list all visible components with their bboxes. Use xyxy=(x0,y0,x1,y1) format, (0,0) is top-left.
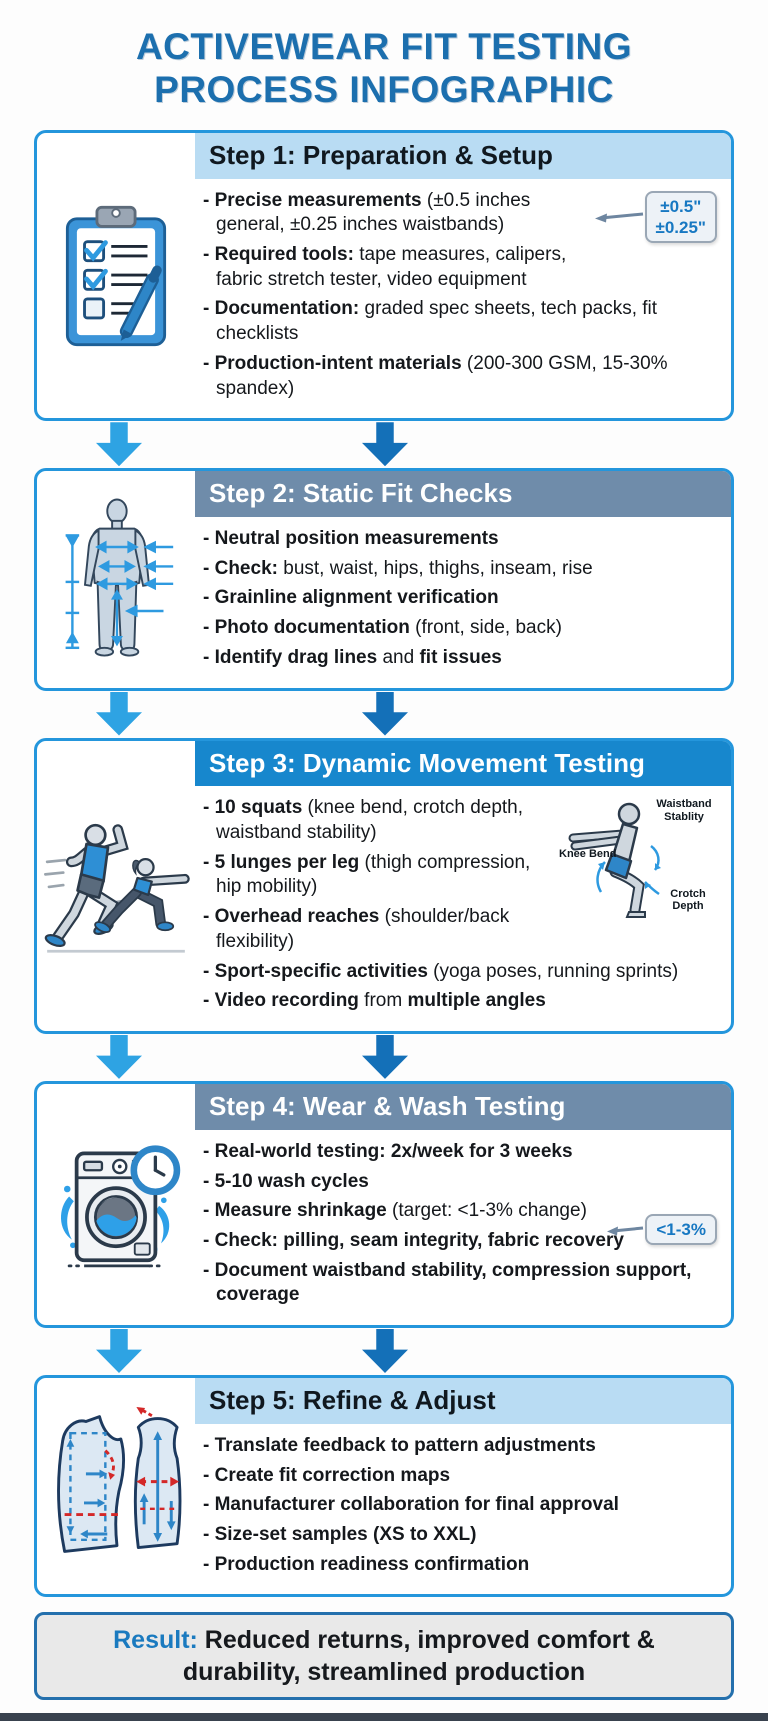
shrinkage-target-value: <1-3% xyxy=(656,1219,706,1239)
step-4-list: Real-world testing: 2x/week for 3 weeks 5… xyxy=(203,1140,717,1308)
list-item: Manufacturer collaboration for final app… xyxy=(203,1493,717,1518)
tolerance-callout: ±0.5" ±0.25" xyxy=(593,190,717,244)
step-2-header: Step 2: Static Fit Checks xyxy=(195,471,731,518)
down-arrow-icon xyxy=(96,691,142,736)
list-item: Grainline alignment verification xyxy=(203,586,717,611)
callout-arrow-icon xyxy=(607,1226,644,1236)
list-item: Translate feedback to pattern adjustment… xyxy=(203,1434,717,1459)
step-1-header: Step 1: Preparation & Setup xyxy=(195,132,731,179)
step-5-list: Translate feedback to pattern adjustment… xyxy=(203,1434,717,1577)
infographic-page: ACTIVEWEAR FIT TESTING PROCESS INFOGRAPH… xyxy=(0,26,768,1721)
flow-arrows-1 xyxy=(0,421,768,468)
list-item: 5 lunges per leg (thigh compression, hip… xyxy=(203,851,717,900)
flow-arrows-3 xyxy=(0,1034,768,1081)
down-arrow-icon xyxy=(96,422,142,467)
step-3-list: 10 squats (knee bend, crotch depth, wais… xyxy=(203,796,717,1014)
list-item: Check: pilling, seam integrity, fabric r… xyxy=(203,1229,717,1254)
list-item: Photo documentation (front, side, back) xyxy=(203,616,717,641)
down-arrow-icon xyxy=(362,1328,408,1373)
list-item: Required tools: tape measures, calipers,… xyxy=(203,243,717,292)
down-arrow-icon xyxy=(362,691,408,736)
list-item: Neutral position measurements xyxy=(203,527,717,552)
down-arrow-icon xyxy=(96,1034,142,1079)
bottom-edge-strip xyxy=(0,1713,768,1721)
list-item: Documentation: graded spec sheets, tech … xyxy=(203,297,717,346)
step-3-header: Step 3: Dynamic Movement Testing xyxy=(195,740,731,787)
clipboard-checklist-icon xyxy=(37,133,195,418)
page-title: ACTIVEWEAR FIT TESTING PROCESS INFOGRAPH… xyxy=(0,26,768,112)
athletes-running-lunge-icon xyxy=(37,741,195,1031)
list-item: Video recording from multiple angles xyxy=(203,989,717,1014)
result-banner: Result: Reduced returns, improved comfor… xyxy=(34,1612,734,1701)
list-item: Create fit correction maps xyxy=(203,1464,717,1489)
flow-arrows-4 xyxy=(0,1328,768,1375)
body-measurement-icon xyxy=(37,471,195,687)
flow-arrows-2 xyxy=(0,691,768,738)
step-card-4: Step 4: Wear & Wash Testing <1-3% Real-w… xyxy=(34,1080,734,1328)
step-card-2: Step 2: Static Fit Checks Neutral positi… xyxy=(34,468,734,691)
squat-label-crotch: Crotch Depth xyxy=(670,888,706,913)
result-text: Reduced returns, improved comfort & dura… xyxy=(182,1626,655,1687)
tolerance-value-general: ±0.5" xyxy=(660,196,702,216)
list-item: Real-world testing: 2x/week for 3 weeks xyxy=(203,1140,717,1165)
squat-label-knee: Knee Bend xyxy=(559,848,617,861)
callout-arrow-icon xyxy=(594,212,643,223)
step-card-1: Step 1: Preparation & Setup ±0.5" ±0.25"… xyxy=(34,129,734,422)
step-1-list: Precise measurements (±0.5 inches genera… xyxy=(203,189,717,402)
step-2-list: Neutral position measurementsCheck: bust… xyxy=(203,527,717,670)
list-item: Document waistband stability, compressio… xyxy=(203,1259,717,1308)
list-item: Check: bust, waist, hips, thighs, inseam… xyxy=(203,557,717,582)
list-item: Identify drag lines and fit issues xyxy=(203,646,717,671)
list-item: 10 squats (knee bend, crotch depth, wais… xyxy=(203,796,717,845)
title-line-2: PROCESS INFOGRAPHIC xyxy=(154,68,614,110)
list-item: Sport-specific activities (yoga poses, r… xyxy=(203,960,717,985)
down-arrow-icon xyxy=(362,1034,408,1079)
step-5-header: Step 5: Refine & Adjust xyxy=(195,1377,731,1424)
washing-machine-clock-icon xyxy=(37,1084,195,1325)
squat-label-waistband: Waistband Stablity xyxy=(656,798,712,823)
step-4-header: Step 4: Wear & Wash Testing xyxy=(195,1083,731,1130)
down-arrow-icon xyxy=(96,1328,142,1373)
list-item: Size-set samples (XS to XXL) xyxy=(203,1523,717,1548)
tolerance-value-waistband: ±0.25" xyxy=(655,217,706,237)
step-card-5: Step 5: Refine & Adjust Translate feedba… xyxy=(34,1374,734,1598)
down-arrow-icon xyxy=(362,422,408,467)
list-item: Production-intent materials (200-300 GSM… xyxy=(203,352,717,401)
title-line-1: ACTIVEWEAR FIT TESTING xyxy=(135,26,633,67)
squat-diagram: Waistband Stablity Knee Bend Crotch Dept… xyxy=(559,796,717,926)
squat-figure-icon xyxy=(568,803,661,919)
list-item: Production readiness confirmation xyxy=(203,1553,717,1578)
shrinkage-callout: <1-3% xyxy=(605,1213,717,1246)
list-item: 5-10 wash cycles xyxy=(203,1170,717,1195)
pattern-adjustment-icon xyxy=(37,1378,195,1594)
list-item: Precise measurements (±0.5 inches genera… xyxy=(203,189,717,238)
result-label: Result: xyxy=(113,1626,198,1655)
list-item: Measure shrinkage (target: <1-3% change) xyxy=(203,1199,717,1224)
step-card-3: Step 3: Dynamic Movement Testing xyxy=(34,737,734,1034)
list-item: Overhead reaches (shoulder/back flexibil… xyxy=(203,905,717,954)
